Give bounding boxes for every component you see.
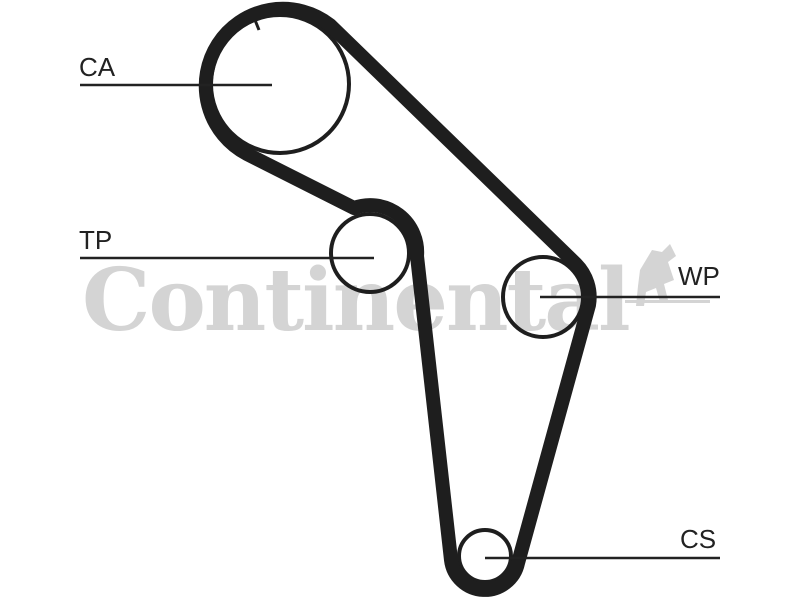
crankshaft-pulley — [457, 528, 513, 584]
watermark-text: Continental — [82, 250, 629, 351]
label-cs: CS — [680, 524, 716, 554]
tensioner-pulley — [329, 212, 411, 294]
timing-mark — [253, 19, 261, 31]
horse-logo-icon — [625, 244, 710, 306]
label-wp: WP — [678, 261, 720, 291]
label-ca: CA — [79, 52, 116, 82]
continental-watermark: Continental — [82, 244, 710, 351]
timing-belt — [198, 1, 597, 597]
label-tp: TP — [79, 225, 112, 255]
